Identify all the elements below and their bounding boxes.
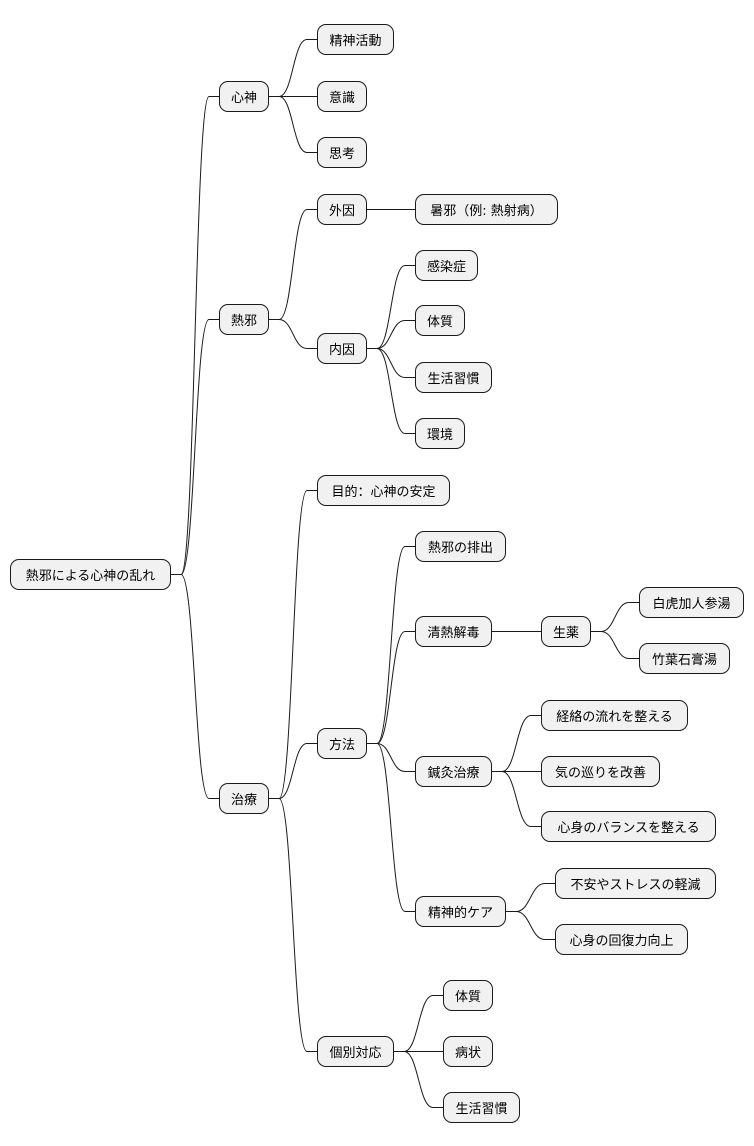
connector-line — [171, 319, 219, 575]
connector-line — [591, 602, 639, 632]
connector-line — [367, 320, 415, 349]
node-seikatsu-shuukan-2: 生活習慣 — [443, 1092, 520, 1123]
node-taishitsu-2: 体質 — [443, 980, 493, 1011]
connector-line — [394, 995, 443, 1052]
connector-line — [394, 1051, 443, 1108]
node-ki-meguri: 気の巡りを改善 — [541, 756, 660, 787]
node-shinshin-balance: 心身のバランスを整える — [541, 811, 716, 842]
connector-line — [171, 574, 219, 799]
node-root: 熱邪による心神の乱れ — [10, 559, 171, 590]
connector-line — [367, 546, 415, 744]
node-netsuja: 熱邪 — [219, 304, 269, 335]
node-seikatsu-shuukan-1: 生活習慣 — [415, 362, 492, 393]
connector-line — [506, 883, 555, 912]
node-shouyaku: 生薬 — [541, 616, 591, 647]
connector-line — [367, 348, 415, 434]
node-seishin-care: 精神的ケア — [415, 896, 506, 927]
connector-line — [269, 96, 317, 153]
connector-line — [367, 265, 415, 349]
connector-line — [269, 490, 317, 799]
node-seishin-katsudou: 精神活動 — [317, 24, 394, 55]
node-shinshin: 心神 — [219, 81, 269, 112]
node-kaifukuryoku: 心身の回復力向上 — [555, 924, 688, 955]
node-fuan-stress: 不安やストレスの軽減 — [555, 868, 716, 899]
node-gaiin: 外因 — [317, 194, 367, 225]
connector-line — [269, 743, 317, 799]
node-naiin: 内因 — [317, 333, 367, 364]
connector-line — [269, 319, 317, 349]
node-chikuyou: 竹葉石膏湯 — [639, 643, 730, 674]
connector-line — [269, 39, 317, 97]
node-kansenshou: 感染症 — [415, 250, 478, 281]
connector-line — [492, 715, 541, 772]
node-byoujou: 病状 — [443, 1036, 493, 1067]
node-houhou: 方法 — [317, 728, 367, 759]
node-taishitsu-1: 体質 — [415, 305, 465, 336]
connector-line — [367, 348, 415, 378]
connector-line — [492, 771, 541, 827]
connector-line — [506, 911, 555, 940]
node-chiryou: 治療 — [219, 783, 269, 814]
node-byakko: 白虎加人参湯 — [639, 587, 744, 618]
node-keiraku: 経絡の流れを整える — [541, 700, 688, 731]
connector-line — [269, 209, 317, 320]
node-shoja: 暑邪（例: 熱射病） — [415, 194, 558, 225]
connector-line — [367, 631, 415, 744]
connector-line — [269, 798, 317, 1052]
node-kobetsu-taiou: 個別対応 — [317, 1036, 394, 1067]
node-ishiki: 意識 — [317, 81, 367, 112]
connector-line — [367, 743, 415, 912]
connector-line — [171, 96, 219, 575]
connector-line — [367, 743, 415, 772]
node-kankyou: 環境 — [415, 418, 465, 449]
node-mokuteki: 目的：心神の安定 — [317, 475, 450, 506]
connector-line — [591, 631, 639, 659]
node-shinkyu: 鍼灸治療 — [415, 756, 492, 787]
node-netsuja-haishutsu: 熱邪の排出 — [415, 531, 506, 562]
node-seinetsu-gedoku: 清熱解毒 — [415, 616, 492, 647]
node-shikou: 思考 — [317, 137, 367, 168]
